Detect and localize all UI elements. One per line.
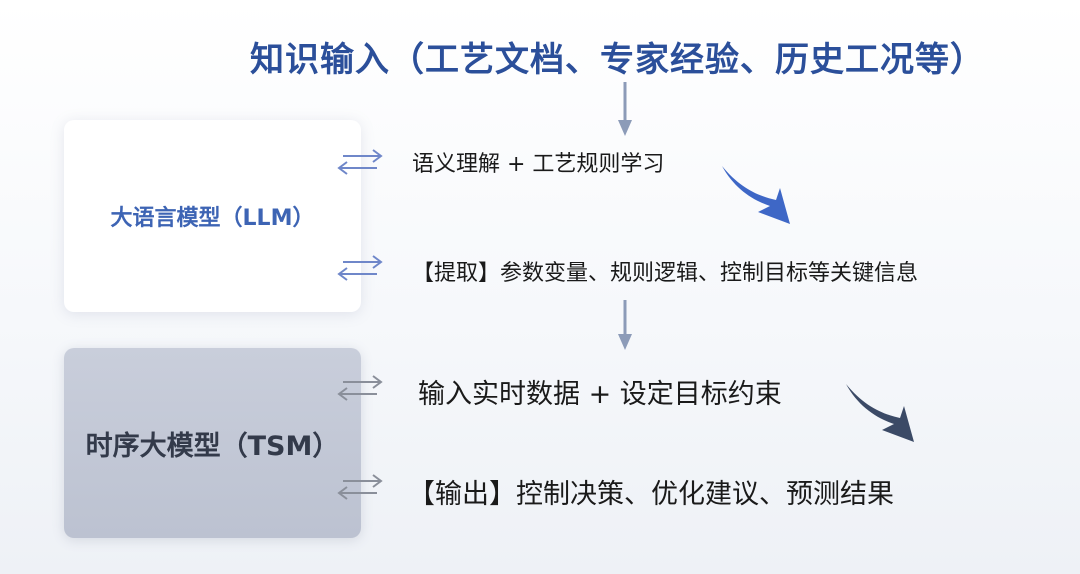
step-realtime-input: 输入实时数据 + 设定目标约束 [418,379,782,410]
page-title: 知识输入（工艺文档、专家经验、历史工况等） [250,40,985,80]
llm-label: 大语言模型（LLM） [110,206,315,231]
down-arrow-icon [618,82,632,136]
bidirectional-arrow-icon [337,375,383,401]
tsm-box: 时序大模型（TSM） [64,348,361,538]
curved-arrow-icon [722,166,790,224]
down-arrow-icon [618,300,632,350]
bidirectional-arrow-icon [337,149,383,175]
llm-box: 大语言模型（LLM） [64,120,361,312]
bidirectional-arrow-icon [337,255,383,281]
step-extract: 【提取】参数变量、规则逻辑、控制目标等关键信息 [412,261,919,286]
tsm-label: 时序大模型（TSM） [85,430,340,462]
step-semantic-understanding: 语义理解 + 工艺规则学习 [412,152,665,177]
curved-arrow-icon [846,384,914,442]
step-output: 【输出】控制决策、优化建议、预测结果 [408,479,894,510]
bidirectional-arrow-icon [337,474,383,500]
